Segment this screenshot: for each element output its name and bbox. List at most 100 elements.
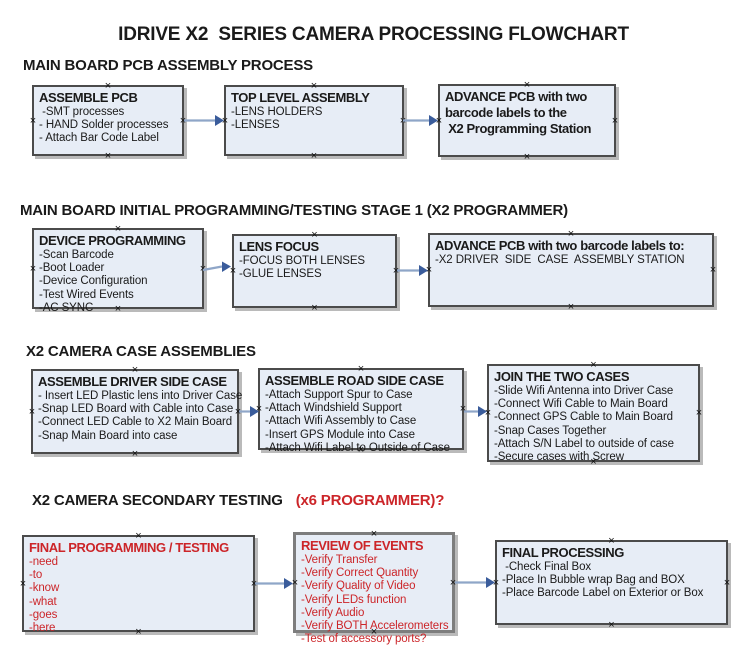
flow-box-advance-pcb-case-assembly[interactable]: ADVANCE PCB with two barcode labels to: … — [426, 229, 716, 313]
flow-arrow[interactable] — [403, 114, 438, 127]
section-header-main-board-pcb: MAIN BOARD PCB ASSEMBLY PROCESS — [23, 57, 313, 74]
connection-handle-icon[interactable]: × — [357, 444, 365, 456]
flow-box-final-programming-testing[interactable]: FINAL PROGRAMMING / TESTING -need -to -k… — [20, 531, 257, 638]
box-item: -Place In Bubble wrap Bag and BOX — [502, 574, 685, 587]
connection-handle-icon[interactable]: × — [608, 619, 615, 631]
connection-handle-icon[interactable]: × — [135, 530, 142, 542]
section-header-initial-programming: MAIN BOARD INITIAL PROGRAMMING/TESTING S… — [20, 202, 568, 219]
connection-handle-icon[interactable]: × — [608, 535, 615, 547]
connection-handle-icon[interactable]: × — [370, 528, 378, 540]
box-item: -LENS HOLDERS — [231, 106, 323, 118]
box-item: -Attach Support Spur to Case — [265, 389, 413, 401]
flow-box-final-processing[interactable]: FINAL PROCESSING -Check Final Box -Place… — [493, 536, 730, 631]
connection-handle-icon[interactable]: × — [104, 150, 112, 162]
box-title: ASSEMBLE DRIVER SIDE CASE — [38, 374, 227, 389]
connection-handle-icon[interactable]: × — [357, 363, 365, 375]
box-title: FINAL PROCESSING — [502, 545, 624, 560]
connection-handle-icon[interactable]: × — [310, 150, 318, 162]
flow-arrow[interactable] — [255, 577, 293, 590]
connection-handle-icon[interactable]: × — [459, 403, 467, 415]
connection-handle-icon[interactable]: × — [310, 80, 318, 92]
connection-handle-icon[interactable]: × — [199, 262, 207, 275]
box-item: -goes — [29, 608, 58, 621]
flow-box-advance-pcb-programming-station[interactable]: ADVANCE PCB with two barcode labels to t… — [436, 80, 618, 163]
connection-handle-icon[interactable]: × — [611, 114, 619, 127]
connection-handle-icon[interactable]: × — [29, 262, 37, 275]
flow-box-review-of-events[interactable]: REVIEW OF EVENTS -Verify Transfer -Verif… — [291, 528, 457, 646]
flow-arrow[interactable] — [239, 405, 259, 418]
connection-handle-icon[interactable]: × — [179, 114, 187, 127]
flow-box-join-the-two-cases[interactable]: JOIN THE TWO CASES -Slide Wifi Antenna i… — [485, 360, 702, 468]
box-title-line: X2 Programming Station — [445, 121, 592, 136]
connection-handle-icon[interactable]: × — [567, 301, 575, 313]
box-title: ADVANCE PCB with two barcode labels to: — [435, 238, 685, 253]
flow-box-assemble-pcb[interactable]: ASSEMBLE PCB -SMT processes - HAND Solde… — [30, 81, 186, 162]
connection-handle-icon[interactable]: × — [28, 405, 36, 418]
connection-handle-icon[interactable]: × — [311, 229, 318, 241]
flow-arrow[interactable] — [202, 261, 231, 275]
connection-handle-icon[interactable]: × — [370, 626, 378, 638]
connection-handle-icon[interactable]: × — [484, 407, 492, 419]
connection-handle-icon[interactable]: × — [131, 364, 139, 376]
connection-handle-icon[interactable]: × — [250, 577, 258, 590]
box-item: -know — [29, 582, 60, 595]
connection-handle-icon[interactable]: × — [695, 407, 703, 419]
connection-handle-icon[interactable]: × — [291, 576, 299, 589]
box-title: TOP LEVEL ASSEMBLY — [231, 90, 370, 105]
connection-handle-icon[interactable]: × — [449, 576, 457, 589]
section-header-case-assemblies: X2 CAMERA CASE ASSEMBLIES — [26, 343, 256, 360]
box-item: -Snap Cases Together — [494, 424, 607, 437]
connection-handle-icon[interactable]: × — [492, 576, 500, 589]
box-title: DEVICE PROGRAMMING — [39, 233, 186, 248]
box-item: -Attach Wifi Label to Outside of Case — [265, 441, 450, 454]
flow-arrow[interactable] — [464, 405, 487, 418]
connection-handle-icon[interactable]: × — [104, 80, 112, 92]
flow-box-top-level-assembly[interactable]: TOP LEVEL ASSEMBLY -LENS HOLDERS -LENSES… — [222, 81, 406, 162]
connection-handle-icon[interactable]: × — [425, 264, 433, 276]
connection-handle-icon[interactable]: × — [255, 403, 263, 415]
box-item: -Test Wired Events — [39, 288, 134, 301]
connection-handle-icon[interactable]: × — [135, 626, 142, 638]
connection-handle-icon[interactable]: × — [234, 405, 242, 418]
connection-handle-icon[interactable]: × — [19, 577, 27, 590]
box-item: -Attach Wifi Assembly to Case — [265, 415, 417, 428]
connection-handle-icon[interactable]: × — [221, 114, 229, 127]
flow-arrow[interactable] — [397, 264, 428, 277]
connection-handle-icon[interactable]: × — [523, 79, 531, 91]
box-item: -SMT processes — [39, 106, 125, 118]
connection-handle-icon[interactable]: × — [29, 114, 37, 127]
flow-box-device-programming[interactable]: DEVICE PROGRAMMING -Scan Barcode -Boot L… — [30, 224, 206, 315]
box-item: -AC SYNC — [39, 301, 94, 314]
box-item: -Attach Windshield Support — [265, 402, 402, 415]
flow-box-assemble-road-side-case[interactable]: ASSEMBLE ROAD SIDE CASE -Attach Support … — [256, 364, 466, 456]
section-header-red-text: (x6 PROGRAMMER)? — [295, 492, 445, 509]
box-item: -GLUE LENSES — [239, 268, 322, 281]
connection-handle-icon[interactable]: × — [392, 265, 400, 277]
connection-handle-icon[interactable]: × — [114, 223, 122, 235]
box-item: -Slide Wifi Antenna into Driver Case — [494, 385, 674, 397]
box-title: JOIN THE TWO CASES — [494, 369, 630, 384]
box-item: -Verify Correct Quantity — [301, 567, 419, 580]
connection-handle-icon[interactable]: × — [723, 576, 731, 589]
connection-handle-icon[interactable]: × — [590, 359, 597, 371]
connection-handle-icon[interactable]: × — [709, 264, 717, 276]
connection-handle-icon[interactable]: × — [590, 456, 597, 468]
connection-handle-icon[interactable]: × — [114, 303, 122, 315]
box-item: -Scan Barcode — [39, 249, 114, 261]
box-title: LENS FOCUS — [239, 239, 319, 254]
box-item: -LENSES — [231, 119, 280, 132]
box-item: -Snap Main Board into case — [38, 429, 178, 442]
flow-arrow[interactable] — [184, 114, 224, 127]
box-item: -need — [29, 556, 58, 568]
flow-arrow[interactable] — [455, 576, 495, 589]
box-item: - HAND Solder processes — [39, 119, 169, 132]
connection-handle-icon[interactable]: × — [567, 228, 575, 240]
connection-handle-icon[interactable]: × — [523, 151, 531, 163]
connection-handle-icon[interactable]: × — [131, 448, 139, 460]
connection-handle-icon[interactable]: × — [311, 302, 318, 314]
flow-box-lens-focus[interactable]: LENS FOCUS -FOCUS BOTH LENSES -GLUE LENS… — [230, 230, 399, 314]
flow-box-assemble-driver-side-case[interactable]: ASSEMBLE DRIVER SIDE CASE - Insert LED P… — [29, 365, 242, 460]
connection-handle-icon[interactable]: × — [435, 114, 443, 127]
connection-handle-icon[interactable]: × — [229, 265, 237, 277]
